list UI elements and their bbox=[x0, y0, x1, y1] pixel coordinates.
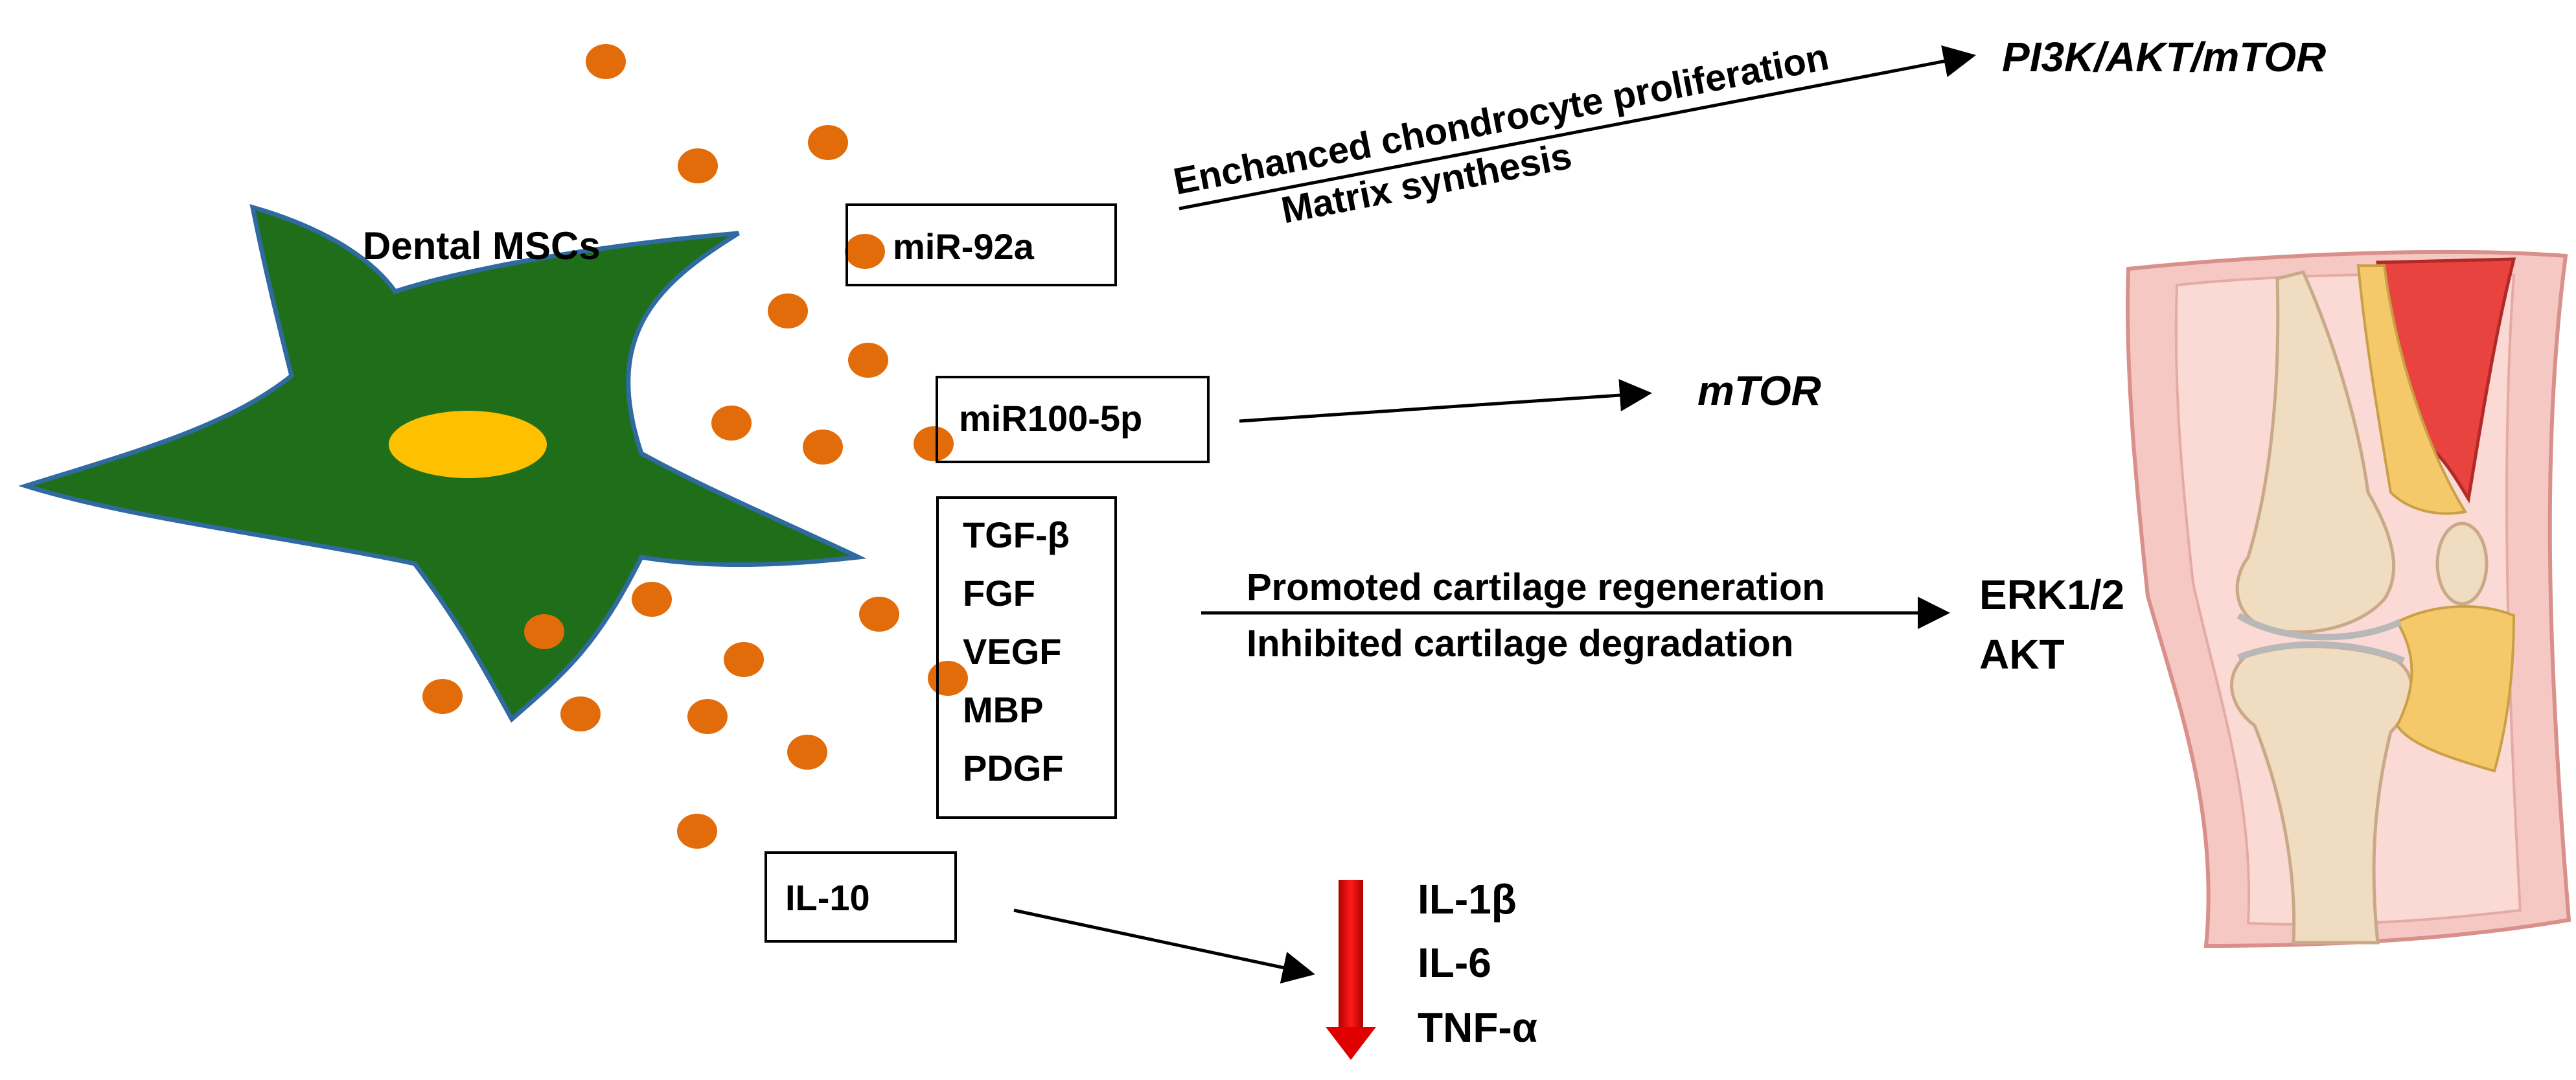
vesicle bbox=[845, 234, 885, 269]
erk-target: ERK1/2 bbox=[1979, 571, 2124, 618]
vesicle bbox=[803, 430, 843, 465]
knee-joint-illustration bbox=[2126, 249, 2571, 948]
factor-item: FGF bbox=[963, 573, 1035, 614]
down-arrow-icon bbox=[1326, 880, 1376, 1060]
cytokine-list: IL-1β IL-6 TNF-α bbox=[1418, 876, 1537, 1051]
vesicle bbox=[711, 406, 752, 441]
growth-factor-box bbox=[936, 496, 1117, 819]
cytokine-item: TNF-α bbox=[1418, 1004, 1537, 1051]
vesicles bbox=[422, 44, 968, 849]
msc-nucleus bbox=[389, 411, 547, 478]
il10-label: IL-10 bbox=[785, 877, 870, 918]
factor-item: MBP bbox=[963, 689, 1043, 730]
cell-label: Dental MSCs bbox=[363, 224, 601, 268]
vesicle bbox=[560, 696, 601, 731]
vesicle bbox=[928, 661, 968, 696]
mir100-label: miR100-5p bbox=[959, 398, 1142, 439]
vesicle bbox=[632, 582, 672, 617]
vesicle bbox=[586, 44, 626, 79]
vesicle bbox=[524, 614, 564, 649]
vesicle bbox=[677, 814, 717, 849]
middle-effect-line2: Inhibited cartilage degradation bbox=[1247, 623, 1793, 665]
vesicle bbox=[808, 125, 848, 160]
il10-arrow bbox=[1013, 908, 1315, 984]
vesicle bbox=[787, 735, 827, 770]
vesicle bbox=[422, 679, 463, 714]
pi3k-arrow bbox=[1179, 45, 1976, 211]
vesicle bbox=[859, 597, 899, 632]
growth-factor-list: TGF-β FGF VEGF MBP PDGF bbox=[963, 514, 1070, 788]
factor-item: VEGF bbox=[963, 631, 1061, 672]
vesicle bbox=[678, 148, 718, 183]
mir92a-label: miR-92a bbox=[893, 226, 1035, 267]
mir92a-box bbox=[845, 203, 1117, 286]
mir100-box bbox=[936, 376, 1210, 463]
vesicle bbox=[848, 343, 888, 378]
middle-effect-line1: Promoted cartilage regeneration bbox=[1247, 566, 1825, 608]
factor-item: TGF-β bbox=[963, 514, 1070, 555]
factor-item: PDGF bbox=[963, 748, 1064, 788]
vesicle bbox=[687, 699, 728, 734]
pi3k-target: PI3K/AKT/mTOR bbox=[2002, 34, 2326, 80]
vesicle bbox=[914, 426, 954, 461]
cytokine-item: IL-1β bbox=[1418, 876, 1517, 923]
akt-target: AKT bbox=[1979, 631, 2065, 678]
il10-box bbox=[765, 851, 957, 943]
mtor-arrow bbox=[1239, 379, 1652, 423]
vesicle bbox=[724, 642, 764, 677]
cytokine-item: IL-6 bbox=[1418, 939, 1491, 986]
vesicle bbox=[768, 293, 808, 328]
mtor-target: mTOR bbox=[1697, 367, 1821, 414]
